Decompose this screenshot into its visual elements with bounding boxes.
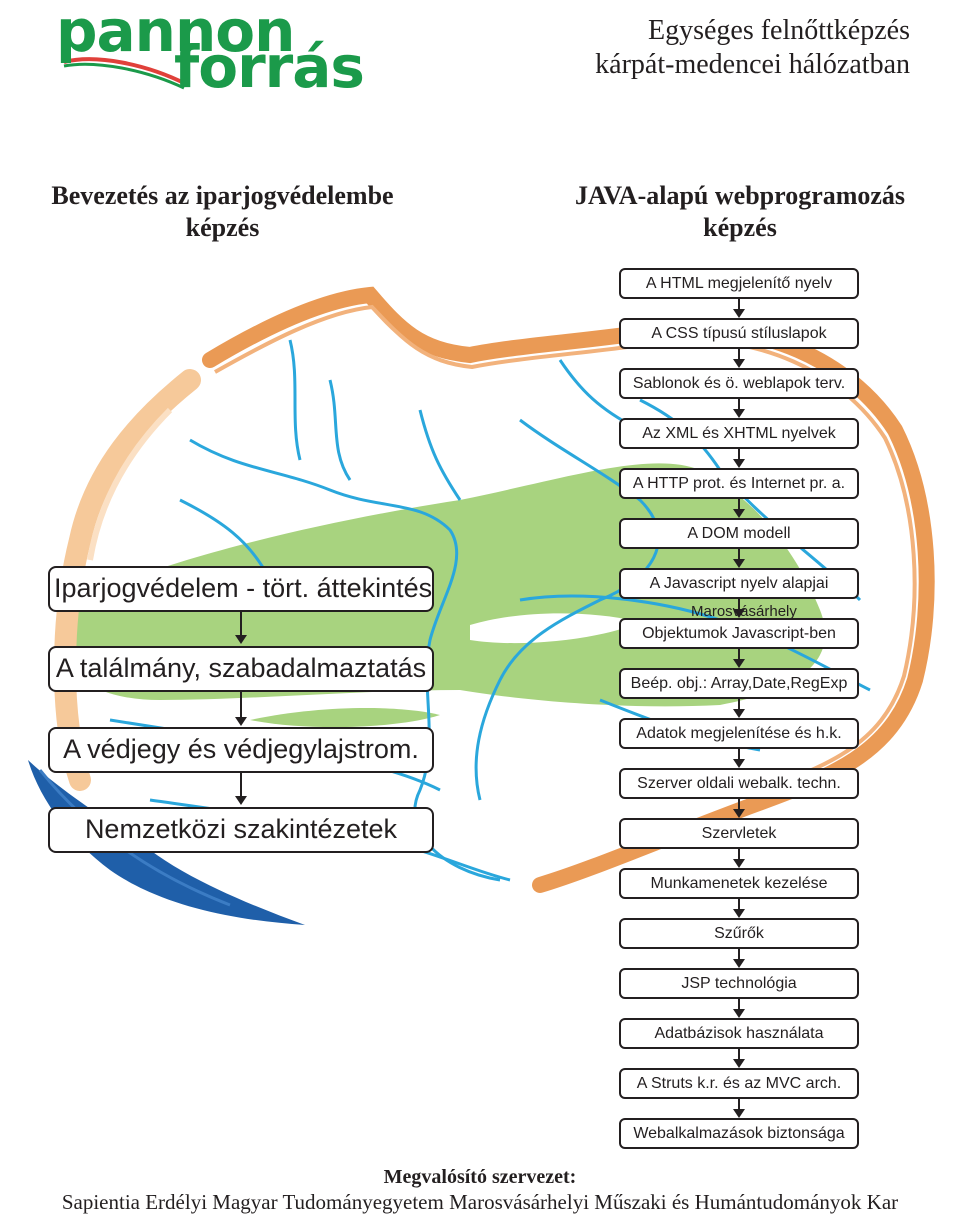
right-step: Szervletek bbox=[619, 818, 859, 849]
logo-text-forras: forrás bbox=[174, 33, 365, 101]
left-step: A találmány, szabadalmaztatás bbox=[48, 646, 434, 692]
pannon-forras-logo: pannon forrás bbox=[56, 0, 436, 101]
header-line-1: Egységes felnőttképzés bbox=[647, 15, 910, 46]
right-step: Adatbázisok használata bbox=[619, 1018, 859, 1049]
footer-organization: Sapientia Erdélyi Magyar Tudományegyetem… bbox=[61, 1190, 899, 1214]
left-step: Iparjogvédelem - tört. áttekintés bbox=[48, 566, 434, 612]
right-step: A Javascript nyelv alapjai bbox=[619, 568, 859, 599]
right-step: A HTML megjelenítő nyelv bbox=[619, 268, 859, 299]
river-danube bbox=[189, 438, 501, 882]
river-vah bbox=[288, 339, 302, 461]
left-step: A védjegy és védjegylajstrom. bbox=[48, 727, 434, 773]
left-course-title: Bevezetés az iparjogvédelembe képzés bbox=[30, 180, 415, 244]
right-step: JSP technológia bbox=[619, 968, 859, 999]
lowland-strip bbox=[250, 708, 440, 728]
right-step: Webalkalmazások biztonsága bbox=[619, 1118, 859, 1149]
right-course-title-line-2: képzés bbox=[703, 213, 777, 242]
left-course-title-line-2: képzés bbox=[185, 213, 260, 242]
river-hron bbox=[328, 379, 352, 481]
header-tagline: Egységes felnőttképzés kárpát-medencei h… bbox=[595, 14, 910, 82]
right-step: Munkamenetek kezelése bbox=[619, 868, 859, 899]
right-step: Az XML és XHTML nyelvek bbox=[619, 418, 859, 449]
right-step: Szűrők bbox=[619, 918, 859, 949]
logo-text-pannon: pannon bbox=[56, 0, 295, 65]
alps-arc-peach bbox=[54, 369, 201, 791]
right-step: Sablonok és ö. weblapok terv. bbox=[619, 368, 859, 399]
right-course-title-line-1: JAVA-alapú webprogramozás bbox=[574, 181, 906, 210]
right-step: Adatok megjelenítése és h.k. bbox=[619, 718, 859, 749]
right-step: A DOM modell bbox=[619, 518, 859, 549]
right-step: A Struts k.r. és az MVC arch. bbox=[619, 1068, 859, 1099]
right-step: Objektumok Javascript-ben bbox=[619, 618, 859, 649]
right-course-title: JAVA-alapú webprogramozás képzés bbox=[555, 180, 925, 244]
footer-label: Megvalósító szervezet: bbox=[383, 1166, 577, 1188]
left-course-title-line-1: Bevezetés az iparjogvédelembe bbox=[51, 181, 394, 210]
right-step: A HTTP prot. és Internet pr. a. bbox=[619, 468, 859, 499]
header-line-2: kárpát-medencei hálózatban bbox=[595, 49, 910, 80]
lowland-island bbox=[470, 613, 640, 644]
right-step: Szerver oldali webalk. techn. bbox=[619, 768, 859, 799]
right-step: Beép. obj.: Array,Date,RegExp bbox=[619, 668, 859, 699]
river-tisza bbox=[474, 418, 660, 801]
logo-swoosh-icon bbox=[63, 57, 187, 90]
right-step: A CSS típusú stíluslapok bbox=[619, 318, 859, 349]
left-step: Nemzetközi szakintézetek bbox=[48, 807, 434, 853]
